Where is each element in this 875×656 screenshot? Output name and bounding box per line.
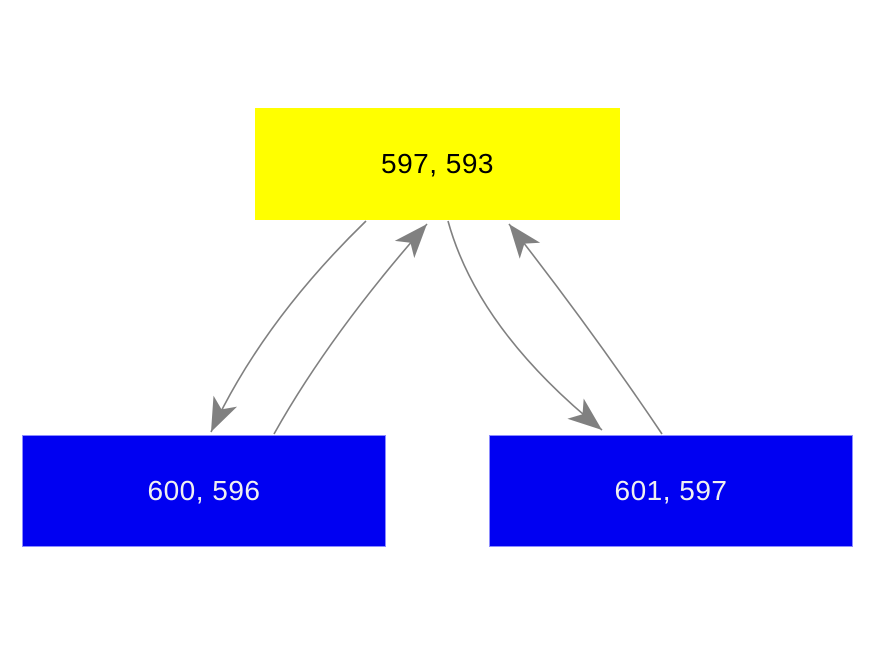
edge-bottom-left-to-top: [273, 223, 428, 435]
edge-group: [210, 220, 663, 435]
node-label: 601, 597: [614, 475, 728, 506]
node-top: 597, 593: [255, 108, 620, 220]
edge-top-to-bottom-left: [210, 220, 367, 433]
node-label: 600, 596: [147, 475, 261, 506]
node-bottom-right: 601, 597: [489, 435, 853, 547]
edge-top-to-bottom-right: [447, 220, 603, 431]
node-bottom-left: 600, 596: [22, 435, 386, 547]
edge-bottom-right-to-top: [508, 223, 663, 435]
node-label: 597, 593: [381, 148, 494, 179]
